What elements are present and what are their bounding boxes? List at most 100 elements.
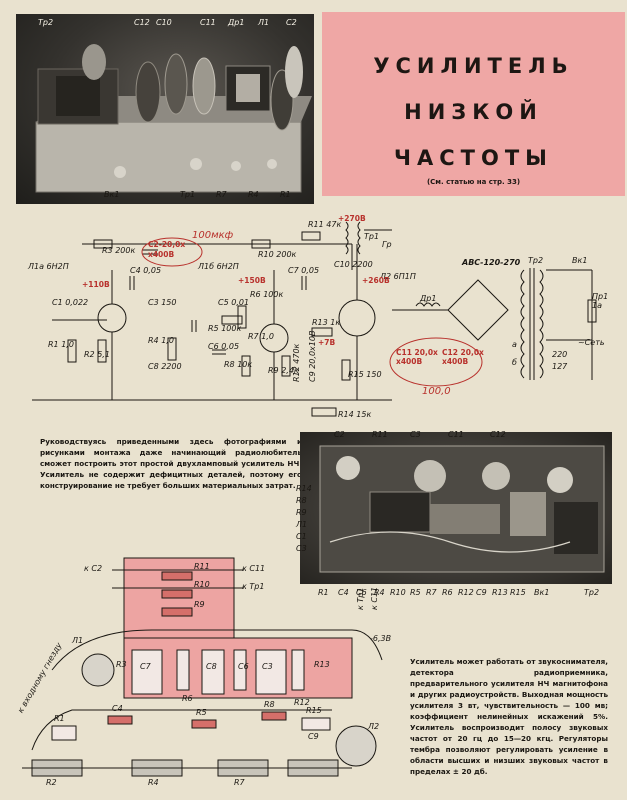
photo-label: R15: [510, 588, 526, 597]
switch-label: Вк1: [572, 256, 588, 265]
component-label: С8: [206, 662, 217, 671]
schematic-wiring: [32, 221, 597, 417]
component-label: С9 20,0х10В: [308, 330, 317, 382]
photo-label: С9: [476, 588, 487, 597]
voltage-label: +150В: [238, 276, 266, 285]
choke-label: Др1: [420, 294, 437, 303]
component-label: б: [512, 358, 517, 367]
component-label: R12: [294, 698, 310, 707]
caption-intro: Руководствуясь приведенными здесь фотогр…: [40, 437, 302, 490]
chassis-underside-photo: С2 R11 С3 С11 С12 R14 R8 R9 Л1 С1 С3: [296, 430, 612, 584]
wire-label: к Тр1: [356, 587, 365, 610]
photo-label: R9: [296, 508, 307, 517]
photo-label: С2: [334, 430, 345, 439]
handwritten-note: 100,0: [422, 386, 451, 397]
caption-specs: Усилитель может работать от звукоснимате…: [410, 657, 608, 776]
photo-label: R8: [296, 496, 307, 505]
voltage-label: +7В: [318, 338, 336, 347]
amplifier-photo-top: Тр2 С12 С10 С11 Др1 Л1 С2 Вк1 Тр1 R7 R4 …: [16, 14, 314, 204]
component-label: Гр: [382, 240, 392, 249]
component-label: R12 470к: [292, 343, 301, 382]
component-label: R8 10к: [224, 360, 253, 369]
wire-label: к С11: [370, 586, 379, 610]
component-label: R1 1,0: [48, 340, 74, 349]
photo-label: Тр2: [584, 588, 600, 597]
component-label: R9 2,4к: [268, 366, 299, 375]
component-label: R13: [314, 660, 330, 669]
component-label: R4 1,0: [148, 336, 174, 345]
component-label: С7 0,05: [288, 266, 320, 275]
component-label: R15: [306, 706, 322, 715]
voltage-label: +270В: [338, 214, 366, 223]
component-label: R11 47к: [308, 220, 342, 229]
photo-label: С12: [490, 430, 506, 439]
photo-label: Л1: [296, 520, 308, 529]
component-label: С5 0,01: [218, 298, 250, 307]
capacitor-label: С12 20,0х х400В: [442, 348, 484, 366]
component-label: 220: [552, 350, 568, 359]
capacitor-label: С2-20,0х: [148, 240, 186, 249]
tube-label: Л2 6П1П: [380, 272, 416, 281]
photo-label: R1: [280, 190, 291, 199]
component-label: Л2: [368, 722, 380, 731]
photo-label: С3: [296, 544, 307, 553]
component-label: С6: [238, 662, 249, 671]
photo-label: С10: [156, 18, 172, 27]
transformer-label: Тр2: [528, 256, 544, 265]
title-line-2: НИЗКОЙ: [404, 100, 543, 124]
title-panel: УСИЛИТЕЛЬ НИЗКОЙ ЧАСТОТЫ (См. статью на …: [322, 12, 625, 196]
component-label: С10 2200: [334, 260, 373, 269]
photo-label: С12: [134, 18, 150, 27]
photo-label: R7: [216, 190, 227, 199]
component-label: С3 150: [148, 298, 177, 307]
capacitor-label: х400В: [148, 250, 175, 259]
photo-label: R6: [442, 588, 453, 597]
chassis-photo-illustration: [319, 445, 605, 573]
photo-label: R10: [390, 588, 406, 597]
photo-label: С4: [338, 588, 349, 597]
mains-label: ~Сеть: [578, 338, 605, 347]
photo-label: R14: [296, 484, 312, 493]
component-label: R14 15к: [338, 410, 372, 419]
photo-label: С11: [200, 18, 216, 27]
photo-label: Вк1: [104, 190, 120, 199]
component-label: R13 1к: [312, 318, 341, 327]
amplifier-photo-illustration: [35, 44, 312, 193]
title-line-3: ЧАСТОТЫ: [394, 146, 553, 170]
photo-label: R7: [426, 588, 437, 597]
tube-label: Л1а 6Н2П: [28, 262, 69, 271]
component-label: Тр1: [364, 232, 380, 241]
component-label: Л1: [72, 636, 84, 645]
photo-label: С11: [448, 430, 464, 439]
photo-label: Л1: [258, 18, 270, 27]
component-label: R10: [194, 580, 210, 589]
component-label: R7: [234, 778, 245, 787]
voltage-label: +110В: [82, 280, 110, 289]
component-label: С4: [112, 704, 123, 713]
wire-label: к С11: [242, 564, 266, 573]
photo-label: С1: [296, 532, 307, 541]
title-line-1: УСИЛИТЕЛЬ: [373, 54, 574, 78]
photo-label: R12: [458, 588, 474, 597]
photo-label: Тр1: [180, 190, 196, 199]
component-label: а: [512, 340, 517, 349]
component-label: R5 100к: [208, 324, 242, 333]
component-label: R7 1,0: [248, 332, 274, 341]
component-label: С1 0,022: [52, 298, 89, 307]
photo-label: С2: [286, 18, 297, 27]
wire-label: к Тр1: [242, 582, 265, 591]
component-label: R2: [46, 778, 57, 787]
photo-label: R11: [372, 430, 388, 439]
component-label: R6 100к: [250, 290, 284, 299]
voltage-label: +260В: [362, 276, 390, 285]
photo-label: Тр2: [38, 18, 54, 27]
component-label: R3: [116, 660, 127, 669]
wire-label: к С2: [84, 564, 103, 573]
component-label: R9: [194, 600, 205, 609]
photo-label: R1: [318, 588, 329, 597]
component-label: R11: [194, 562, 210, 571]
component-label: С3: [262, 662, 273, 671]
component-label: С6 0,05: [208, 342, 240, 351]
photo-label: R4: [374, 588, 385, 597]
chassis-bottom-labels: R1 С4 С6 R4 R10 R5 R7 R6 R12 С9 R13 R15 …: [300, 584, 614, 604]
